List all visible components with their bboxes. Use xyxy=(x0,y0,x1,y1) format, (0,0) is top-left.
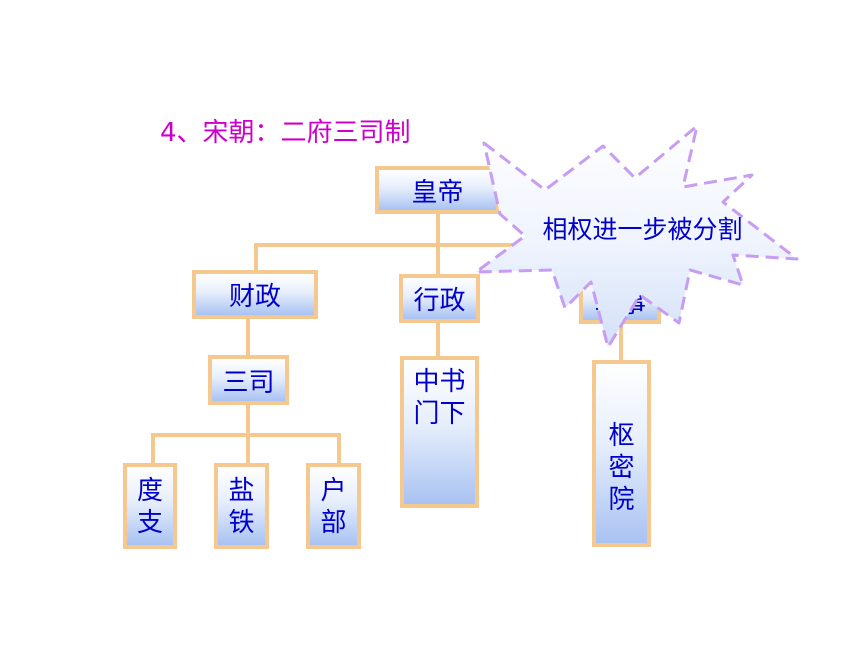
finance-box: 财政 xyxy=(192,270,318,319)
connector-to-hubu xyxy=(337,433,341,465)
connector-to-duzhi xyxy=(151,433,155,465)
connector-military-to-shumiyuan xyxy=(619,322,623,362)
connector-admin-to-zhongshu xyxy=(436,322,440,358)
duzhi-char-1: 度 xyxy=(136,476,163,506)
yantie-char-1: 盐 xyxy=(228,476,255,506)
sansi-box: 三司 xyxy=(208,355,289,405)
zhongshu-menxia-box: 中书 门下 xyxy=(400,356,479,508)
connector-finance-to-sansi xyxy=(246,318,250,356)
connector-sansi-down xyxy=(246,404,250,436)
duzhi-box: 度 支 xyxy=(123,463,177,549)
duzhi-char-2: 支 xyxy=(136,508,163,538)
shumiyuan-box: 枢 密 院 xyxy=(592,360,651,547)
emperor-box: 皇帝 xyxy=(375,166,500,214)
administration-box: 行政 xyxy=(399,274,480,323)
connector-to-administration xyxy=(436,243,440,275)
hubu-char-2: 部 xyxy=(320,508,347,538)
hubu-char-1: 户 xyxy=(320,476,347,506)
hubu-box: 户 部 xyxy=(306,463,361,549)
callout-text: 相权进一步被分割 xyxy=(542,215,743,244)
finance-label: 财政 xyxy=(228,282,281,312)
shumiyuan-char-3: 院 xyxy=(608,485,635,515)
sansi-label: 三司 xyxy=(222,367,275,398)
connector-to-finance xyxy=(254,243,258,271)
connector-to-yantie xyxy=(246,433,250,465)
emperor-label: 皇帝 xyxy=(411,177,464,208)
yantie-box: 盐 铁 xyxy=(214,463,269,549)
shumiyuan-char-1: 枢 xyxy=(608,421,635,451)
zhongshu-label: 中书 xyxy=(413,367,466,397)
slide-title: 4、宋朝：二府三司制 xyxy=(160,118,411,148)
administration-label: 行政 xyxy=(413,286,466,316)
yantie-char-2: 铁 xyxy=(228,508,255,538)
menxia-label: 门下 xyxy=(413,399,466,429)
starburst-shape xyxy=(474,124,799,349)
connector-emperor-down xyxy=(436,214,440,246)
shumiyuan-char-2: 密 xyxy=(608,453,635,483)
